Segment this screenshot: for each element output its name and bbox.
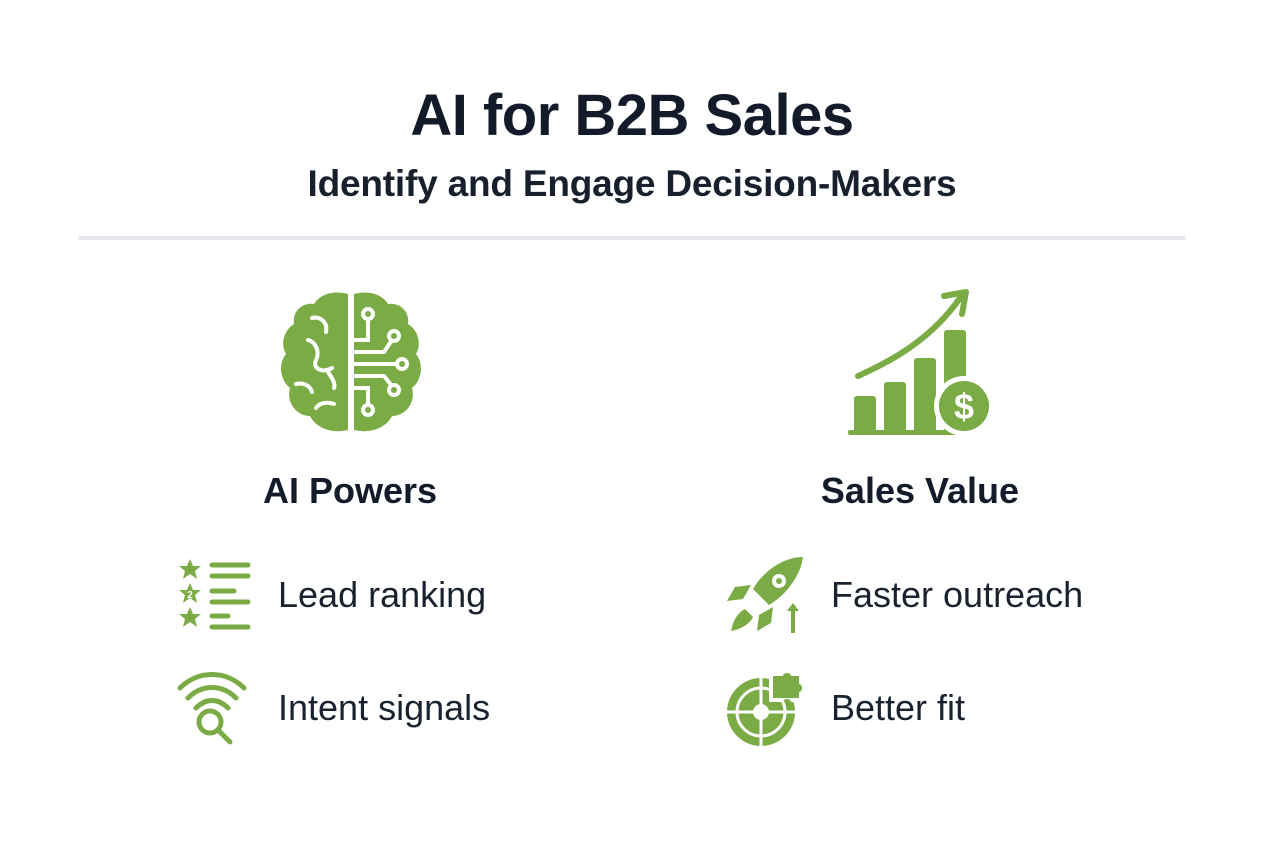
page-subtitle: Identify and Engage Decision-Makers xyxy=(307,163,957,204)
list-item-lead-ranking: 2 Lead ranking xyxy=(172,555,486,635)
divider xyxy=(78,236,1186,240)
page-title: AI for B2B Sales xyxy=(410,83,854,148)
growth-chart-dollar-icon: $ xyxy=(844,288,1004,443)
svg-text:$: $ xyxy=(954,386,974,427)
item-label: Faster outreach xyxy=(831,574,1084,615)
svg-text:2: 2 xyxy=(187,590,193,601)
column-heading-ai-powers: AI Powers xyxy=(262,470,438,511)
list-item-better-fit: Better fit xyxy=(725,668,965,748)
ranked-list-icon: 2 xyxy=(172,555,252,635)
item-label: Lead ranking xyxy=(278,574,487,615)
list-item-faster-outreach: Faster outreach xyxy=(725,555,1083,635)
item-label: Intent signals xyxy=(278,687,491,728)
column-heading-sales-value: Sales Value xyxy=(820,470,1020,511)
brain-circuit-icon xyxy=(276,288,426,443)
signal-search-icon xyxy=(172,668,252,748)
list-item-intent-signals: Intent signals xyxy=(172,668,490,748)
rocket-icon xyxy=(725,555,805,635)
puzzle-target-icon xyxy=(725,668,805,748)
item-label: Better fit xyxy=(831,687,966,728)
